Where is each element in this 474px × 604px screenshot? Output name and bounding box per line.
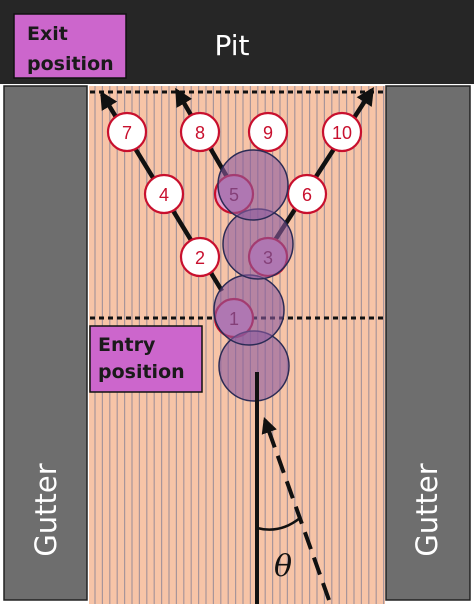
pin-7-circle: [106, 111, 148, 153]
pin-8-label: 8: [195, 123, 205, 143]
pin-2: 2: [179, 236, 221, 278]
ball-path: [213, 149, 294, 402]
pin-6-label: 6: [302, 185, 312, 205]
entry-position-label-line2: position: [98, 361, 185, 383]
pin-10-circle: [321, 111, 363, 153]
ball-position-4: [217, 149, 289, 221]
exit-position-label-line1: Exit: [27, 23, 68, 45]
pin-8-circle: [179, 111, 221, 153]
pin-6-circle: [286, 173, 328, 215]
gutter-right: [385, 85, 471, 601]
angle-arc: [256, 517, 301, 531]
pin-7: 7: [106, 111, 148, 153]
pin-6: 6: [286, 173, 328, 215]
pin-9: 9: [247, 111, 289, 153]
pin-4-label: 4: [159, 185, 169, 205]
pin-9-label: 9: [263, 123, 273, 143]
ball-trajectory-angled: [261, 416, 331, 601]
pit-label: Pit: [214, 29, 249, 62]
pin-10: 10: [321, 111, 363, 153]
pins: 12345678910: [106, 111, 363, 339]
pin-10-label: 10: [332, 123, 352, 143]
pin-9-circle: [247, 111, 289, 153]
pin-7-label: 7: [122, 123, 132, 143]
pin-8: 8: [179, 111, 221, 153]
angle-label: θ: [274, 549, 292, 584]
pin-2-label: 2: [195, 248, 205, 268]
gutter-right-label: Gutter: [410, 463, 444, 556]
pin-2-circle: [179, 236, 221, 278]
ball-position-2: [213, 274, 285, 346]
gutter-left-label: Gutter: [29, 463, 63, 556]
pin-4: 4: [143, 173, 185, 215]
exit-position-box: Exit position: [13, 13, 127, 79]
pin-4-circle: [143, 173, 185, 215]
entry-position-box: Entry position: [89, 325, 203, 393]
entry-position-label-line1: Entry: [98, 334, 156, 356]
exit-position-label-line2: position: [27, 53, 114, 75]
gutter-left: [3, 85, 88, 601]
